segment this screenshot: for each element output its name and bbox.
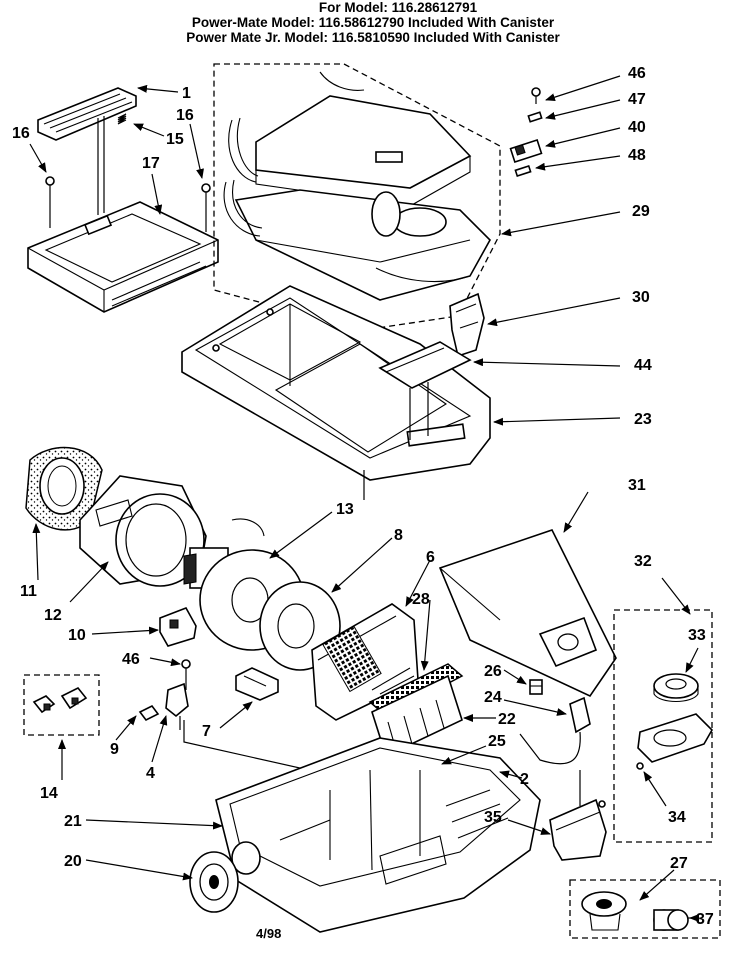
contact-kit-dashed-box (23, 674, 100, 736)
label-part-8: 8 (394, 527, 403, 544)
screw-left (45, 176, 55, 228)
switch-part (509, 139, 543, 163)
leader-lines (29, 75, 699, 922)
label-part-28: 28 (412, 591, 430, 608)
label-part-10: 10 (68, 627, 86, 644)
label-part-13: 13 (336, 501, 354, 518)
label-part-27: 27 (670, 855, 688, 872)
label-part-11: 11 (20, 583, 37, 600)
caster-kit-dashed-box (569, 879, 721, 939)
label-part-17: 17 (142, 155, 160, 172)
latch-part (449, 292, 485, 358)
bag-seal-ring-part (653, 673, 699, 703)
label-part-32: 32 (634, 553, 652, 570)
screw-center-left (181, 659, 191, 690)
bag-holder-part (637, 713, 713, 763)
screw-right (201, 183, 211, 232)
hood-assembly-dashed-box (213, 63, 501, 331)
fan-housing-part (79, 475, 207, 587)
dust-bag-part (438, 529, 617, 698)
terminal-clip-part (165, 682, 189, 730)
label-part-26: 26 (484, 663, 502, 680)
label-part-46-top: 46 (628, 65, 646, 82)
label-part-29: 29 (632, 203, 650, 220)
label-part-14: 14 (40, 785, 58, 802)
handle-housing-part (27, 201, 219, 313)
label-part-9: 9 (110, 741, 119, 758)
label-part-2: 2 (520, 771, 529, 788)
header-power-mate-line: Power-Mate Model: 116.58612790 Included … (191, 15, 555, 30)
wheel-part (189, 851, 239, 913)
label-part-35: 35 (484, 809, 502, 826)
cord-bracket-part (235, 667, 279, 701)
motor-bracket-part (159, 607, 197, 647)
caster-part (581, 891, 627, 931)
label-part-31: 31 (628, 477, 646, 494)
label-part-46-center: 46 (122, 651, 140, 668)
contact-kit-parts (32, 686, 88, 714)
label-part-40: 40 (628, 119, 646, 136)
bag-holder-dashed-box (613, 609, 713, 843)
hood-part (223, 71, 491, 301)
label-part-33: 33 (688, 627, 706, 644)
label-part-44: 44 (634, 357, 652, 374)
label-part-22: 22 (498, 711, 516, 728)
cord-switch-part (519, 696, 591, 765)
screw-top-right (531, 87, 541, 104)
label-part-21: 21 (64, 813, 82, 830)
label-part-15: 15 (166, 131, 184, 148)
diagram-header: For Model: 116.28612791 Power-Mate Model… (0, 0, 736, 45)
label-part-23: 23 (634, 411, 652, 428)
label-part-7: 7 (202, 723, 211, 740)
diagram-date: 4/98 (256, 926, 282, 941)
label-part-20: 20 (64, 853, 82, 870)
bag-latch-part (549, 770, 607, 861)
label-part-6: 6 (426, 549, 435, 566)
header-model-line: For Model: 116.28612791 (318, 0, 478, 15)
label-part-12: 12 (44, 607, 62, 624)
grommet-part (529, 679, 543, 695)
motor-gasket-part (259, 581, 341, 671)
motor-foam-filter-part (25, 446, 103, 531)
small-clip-part (138, 704, 160, 722)
label-part-48: 48 (628, 147, 646, 164)
washer-part (527, 111, 543, 123)
lid-tray-part (181, 285, 491, 481)
handle-part (37, 87, 137, 141)
caster-wheel-part (653, 909, 689, 931)
pivot-pin-part (636, 762, 644, 770)
label-part-37: 37 (696, 911, 714, 928)
switch-cap-part (514, 164, 532, 178)
label-part-1: 1 (182, 85, 191, 102)
label-part-24: 24 (484, 689, 502, 706)
spring-part (117, 113, 127, 125)
label-part-30: 30 (632, 289, 650, 306)
label-part-34: 34 (668, 809, 686, 826)
label-part-25: 25 (488, 733, 506, 750)
filter-frame-part (378, 341, 472, 440)
canister-base-part (215, 737, 541, 933)
label-part-16-right: 16 (176, 107, 194, 124)
header-power-mate-jr-line: Power Mate Jr. Model: 116.5810590 Includ… (186, 30, 560, 45)
part-labels: 1 2 4 6 7 8 9 10 11 12 13 14 15 16 16 17… (12, 65, 714, 928)
label-part-4: 4 (146, 765, 155, 782)
label-part-47: 47 (628, 91, 646, 108)
label-part-16-left: 16 (12, 125, 30, 142)
